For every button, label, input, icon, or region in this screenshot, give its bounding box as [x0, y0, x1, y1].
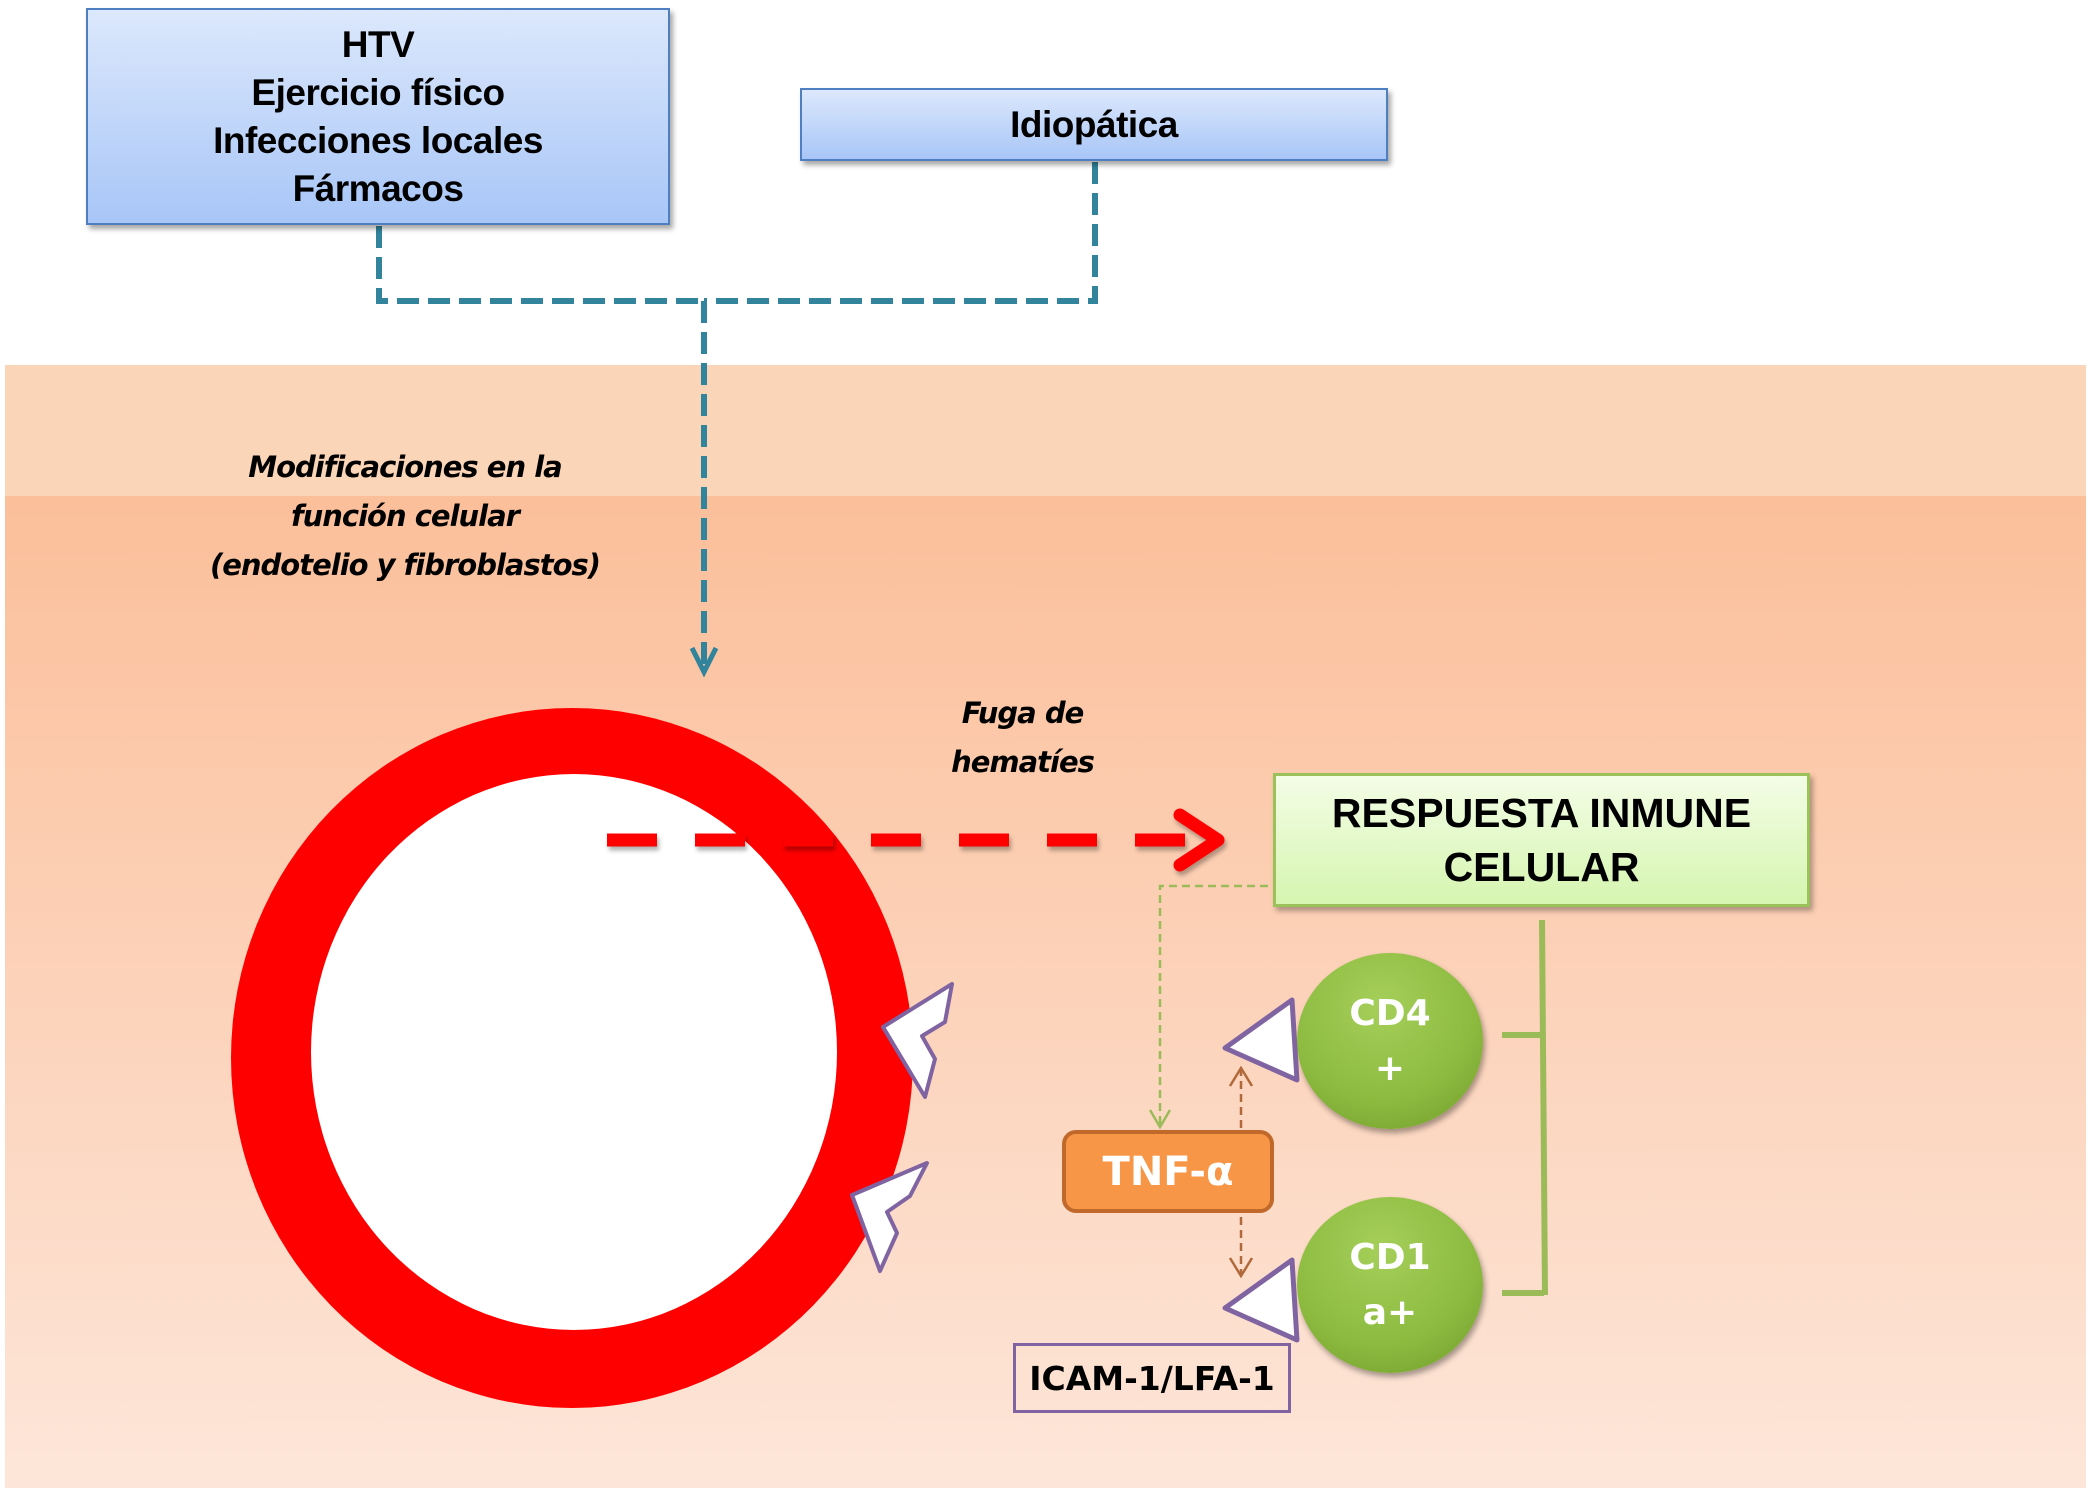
cause-box-idiopathic: Idiopática [800, 88, 1388, 161]
cell-label: CD4 [1349, 993, 1431, 1034]
immune-line: CELULAR [1443, 844, 1640, 890]
connector-immune-to-tnf [1158, 884, 1268, 1124]
cause-line: Fármacos [292, 167, 464, 209]
receptor-chevron-icon [881, 982, 954, 1099]
cause-connector [376, 162, 1098, 668]
arrowhead-down-icon [1148, 1109, 1172, 1130]
cause-idiopathic-label: Idiopática [1010, 103, 1178, 145]
rbc-leak-arrow [607, 808, 1225, 872]
label-line: hematíes [951, 745, 1095, 779]
tissue-band-upper [5, 365, 2086, 496]
cd4-cell: CD4 + [1297, 953, 1483, 1129]
arrowhead-down-icon [689, 646, 719, 678]
cause-line: HTV [341, 23, 415, 65]
connector-htv [376, 226, 704, 304]
cell-label: CD1 [1349, 1237, 1431, 1278]
label-line: Fuga de [961, 696, 1085, 730]
cause-line: Infecciones locales [213, 119, 543, 161]
cell-label: a+ [1362, 1292, 1418, 1333]
receptor-chevron-icon [850, 1161, 929, 1273]
immune-response-box: RESPUESTA INMUNE CELULAR [1273, 773, 1810, 907]
icam-lfa-label: ICAM-1/LFA-1 [1029, 1358, 1275, 1398]
cause-line: Ejercicio físico [251, 71, 505, 113]
immune-line: RESPUESTA INMUNE [1331, 790, 1752, 836]
rbc-leak-label: Fuga de hematíes [880, 689, 1165, 787]
cause-box-primary: HTV Ejercicio físico Infecciones locales… [86, 8, 670, 225]
arrowhead-right-icon [1173, 808, 1225, 872]
icam-lfa-box: ICAM-1/LFA-1 [1013, 1343, 1291, 1413]
label-line: (endotelio y fibroblastos) [209, 548, 601, 582]
label-line: Modificaciones en la [248, 450, 562, 484]
label-line: función celular [291, 499, 520, 533]
tnf-alpha-box: TNF-α [1062, 1130, 1274, 1213]
cell-group-bracket [1502, 919, 1548, 1296]
tnf-alpha-label: TNF-α [1102, 1148, 1234, 1195]
cell-function-label: Modificaciones en la función celular (en… [160, 443, 650, 590]
connector-idiopatica [704, 162, 1098, 304]
cell-label: + [1374, 1048, 1406, 1089]
blood-vessel-lumen [311, 774, 837, 1330]
cd1a-cell: CD1 a+ [1297, 1197, 1483, 1373]
